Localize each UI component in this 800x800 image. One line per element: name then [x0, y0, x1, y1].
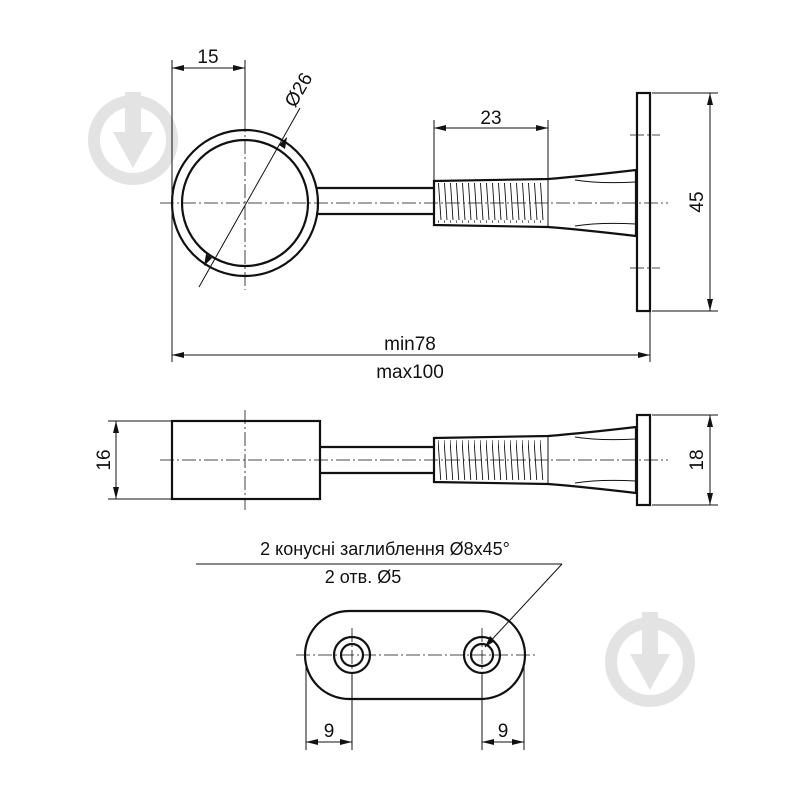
hole-right — [469, 642, 495, 668]
dim-flange-width-label: 18 — [687, 449, 708, 470]
dim-overall-min-label: min78 — [384, 334, 436, 355]
dim-flange-height-label: 45 — [687, 191, 708, 212]
side-view: 16 18 — [94, 410, 718, 510]
top-view: 15 Ø26 23 45 min78 max100 — [160, 47, 718, 383]
flange-view: 2 конусні заглиблення Ø8x45° 2 отв. Ø5 9… — [196, 539, 563, 750]
hole-note-line1: 2 конусні заглиблення Ø8x45° — [260, 539, 510, 559]
dim-hole-offset-left-label: 9 — [324, 721, 335, 742]
flange-plate — [635, 91, 652, 313]
dim-offset-label: 15 — [197, 47, 218, 68]
dim-ring-diameter-label: Ø26 — [281, 69, 317, 111]
dim-overall-max-label: max100 — [376, 362, 444, 383]
dim-hole-offset-right-label: 9 — [498, 721, 509, 742]
dim-ring-width-label: 16 — [94, 449, 115, 470]
dim-thread-length-label: 23 — [480, 108, 501, 129]
watermark-logo-icon-right — [605, 612, 695, 707]
watermark-logo-icon-left — [88, 92, 178, 185]
hole-note-line2: 2 отв. Ø5 — [325, 567, 401, 587]
